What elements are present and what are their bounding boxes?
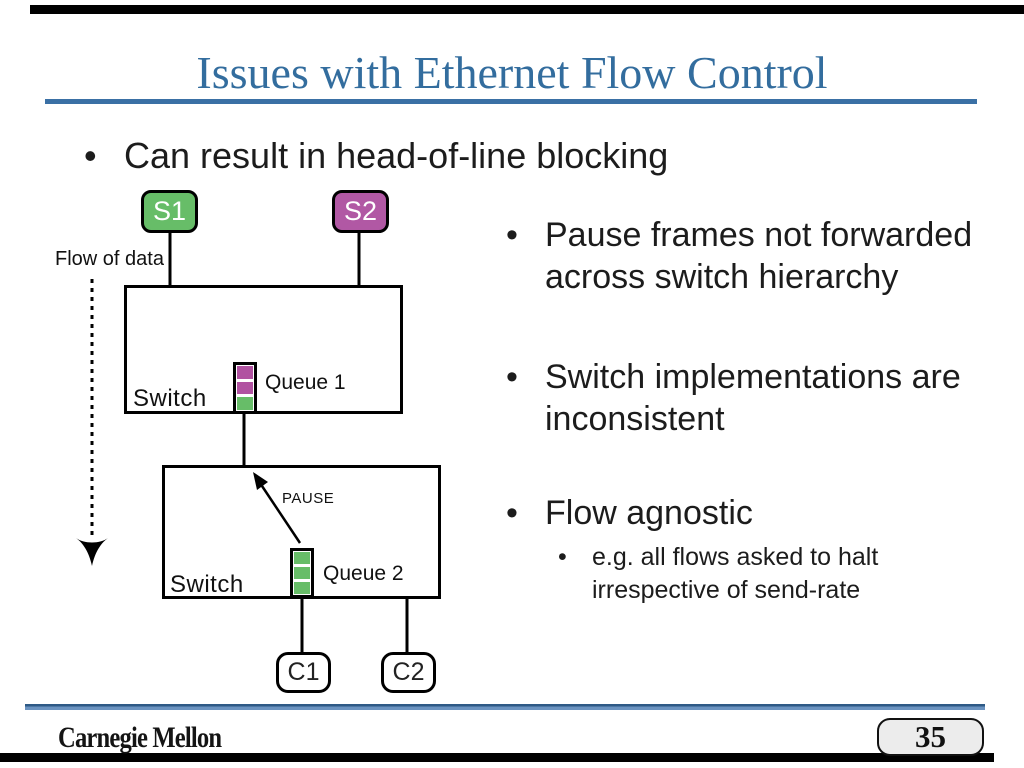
client-c2-label: C2 [392,658,425,686]
pause-label: PAUSE [282,490,335,507]
bottom-bar [0,753,994,762]
sender-s1-label: S1 [152,196,187,226]
queue-segment [237,381,253,395]
bullet-pause-frames-text: Pause frames not forwarded across switch… [545,216,973,296]
sender-s1: S1 [141,190,198,233]
flow-arrowhead-icon [76,538,108,566]
queue-segment [237,366,253,379]
switch1-box [124,285,403,414]
switch1-label: Switch [133,385,207,412]
switch2-label: Switch [170,571,244,598]
bullet-dot: • [506,358,518,396]
page-number: 35 [915,719,946,754]
footer-divider [25,704,985,710]
flow-of-data-label: Flow of data [55,248,164,270]
sender-s2-label: S2 [343,196,378,226]
sub-bullet-eg-flows-text: e.g. all flows asked to halt irrespectiv… [592,543,879,604]
queue-segment [294,582,310,594]
bullet-flow-agnostic-text: Flow agnostic [545,494,753,532]
pause-arrow-line [260,485,302,544]
queue-2-label: Queue 2 [323,562,404,585]
bullet-dot: • [506,494,518,532]
bullet-dot: • [558,543,567,571]
bullet-switch-implementations-text: Switch implementations are inconsistent [545,358,961,438]
client-c1: C1 [276,652,331,693]
bullet-dot: • [506,216,518,254]
main-bullet-text: Can result in head-of-line blocking [124,135,669,176]
bullet-dot: • [84,135,97,176]
top-bar [30,5,1024,14]
sender-s2: S2 [332,190,389,233]
client-c1-label: C1 [287,658,320,686]
queue-2 [290,548,314,598]
queue-1 [233,362,257,414]
page-title: Issues with Ethernet Flow Control [196,47,828,98]
queue-segment [294,552,310,564]
client-c2: C2 [381,652,436,693]
pause-arrowhead-icon [253,472,268,490]
queue-segment [294,567,310,579]
queue-1-label: Queue 1 [265,371,346,394]
page-number-badge: 35 [877,718,984,756]
queue-segment [237,397,253,411]
title-underline [45,99,977,104]
carnegie-mellon-logo: Carnegie Mellon [58,721,222,754]
